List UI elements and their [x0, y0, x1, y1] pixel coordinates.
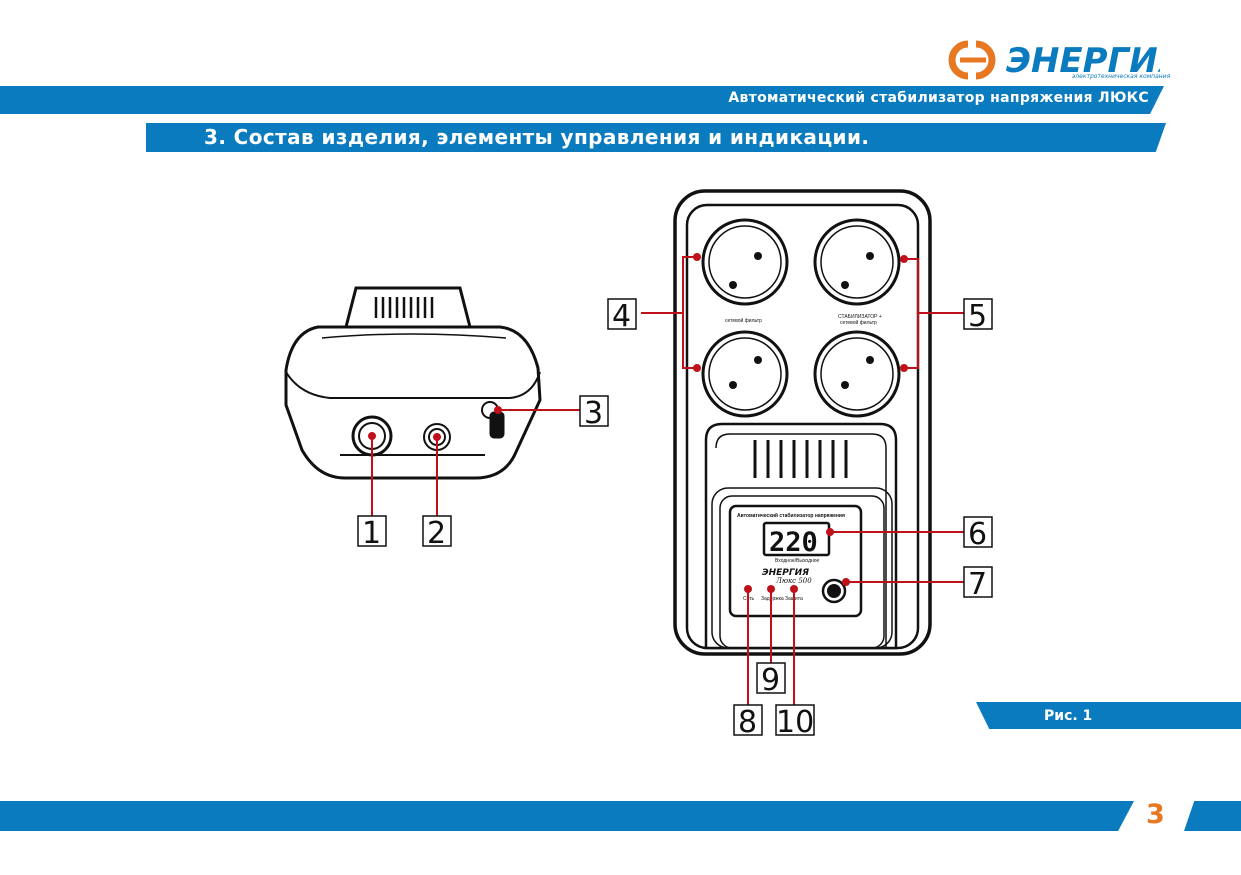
- device-front-view: [673, 189, 932, 656]
- socket-label-left: сетевой фильтр: [725, 317, 762, 324]
- logo-tagline: электротехническая компания: [1072, 73, 1171, 80]
- svg-text:3: 3: [584, 396, 603, 431]
- svg-text:10: 10: [776, 705, 814, 740]
- device-top-view: [284, 286, 542, 480]
- callout-8: 8: [733, 704, 763, 740]
- svg-text:6: 6: [968, 517, 987, 552]
- socket-label-right-2: сетевой фильтр: [840, 319, 877, 326]
- svg-text:8: 8: [738, 705, 757, 740]
- energia-logo: ЭНЕРГИЯ: [948, 40, 1160, 81]
- callout-9: 9: [756, 662, 786, 698]
- callout-6: 6: [963, 516, 993, 552]
- panel-title: Автоматический стабилизатор напряжения: [737, 512, 845, 519]
- callout-10: 10: [775, 704, 815, 740]
- header-bar: [0, 86, 1164, 114]
- sockets-right: [813, 218, 901, 418]
- svg-text:5: 5: [968, 299, 987, 334]
- footer-bar: [0, 801, 1134, 831]
- svg-text:4: 4: [612, 299, 631, 334]
- document-subtitle: Автоматический стабилизатор напряжения Л…: [728, 90, 1149, 106]
- socket-label-right-1: СТАБИЛИЗАТОР +: [838, 314, 882, 320]
- callout-2: 2: [422, 515, 452, 551]
- callout-7: 7: [963, 566, 993, 602]
- section-title: 3. Состав изделия, элементы управления и…: [204, 125, 870, 149]
- svg-text:2: 2: [427, 516, 446, 551]
- panel-brand: ЭНЕРГИЯ: [762, 568, 809, 578]
- leader-lines-left: [368, 406, 580, 516]
- callout-3: 3: [579, 395, 609, 431]
- section-bar: [146, 123, 1166, 152]
- sockets-left: [701, 218, 789, 418]
- callout-1: 1: [357, 515, 387, 551]
- display-caption: Входное/Выходное: [775, 558, 820, 564]
- panel-model: Люкс 500: [775, 577, 812, 585]
- logo-mark-icon: [948, 40, 996, 80]
- svg-text:7: 7: [968, 567, 987, 602]
- callout-5: 5: [963, 298, 993, 334]
- callout-4: 4: [607, 298, 637, 334]
- page-number: 3: [1146, 799, 1165, 830]
- led-label-delay: Задержка: [761, 596, 784, 602]
- footer-bar-right: [1184, 801, 1241, 831]
- logo-wordmark: ЭНЕРГИЯ: [1006, 41, 1160, 81]
- figure-caption: Рис. 1: [1044, 708, 1093, 724]
- voltage-display: 220: [769, 527, 818, 558]
- svg-text:9: 9: [761, 663, 780, 698]
- leader-lines-right: [641, 253, 964, 705]
- figure-caption-bar: [976, 702, 1241, 729]
- svg-text:1: 1: [362, 516, 381, 551]
